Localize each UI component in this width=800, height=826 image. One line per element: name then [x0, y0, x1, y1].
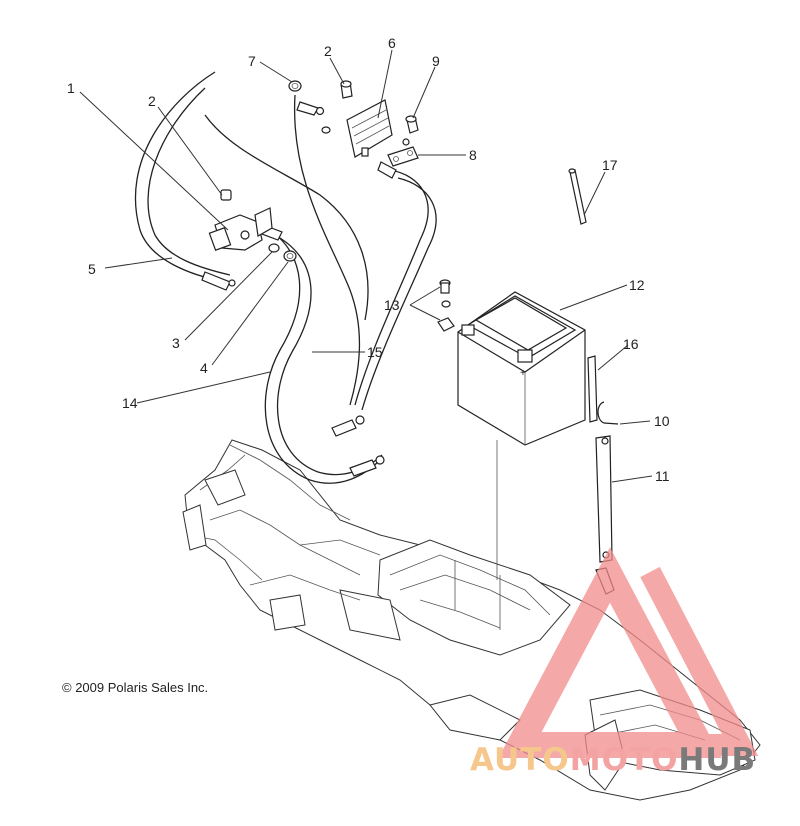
callout-2-top: 2: [324, 43, 332, 59]
callout-labels: 1 2 2 3 4 5 6 7 8 9 10 11 12 13 14 15 16…: [67, 35, 670, 484]
callout-5: 5: [88, 261, 96, 277]
callout-8: 8: [469, 147, 477, 163]
watermark-hub: HUB: [678, 742, 757, 778]
watermark-text: AUTOMOTOHUB: [470, 742, 756, 778]
callout-17: 17: [602, 157, 618, 173]
cables: [134, 71, 437, 484]
callout-12: 12: [629, 277, 645, 293]
callout-1: 1: [67, 80, 75, 96]
cable-15: [293, 94, 361, 406]
callout-4: 4: [200, 360, 208, 376]
callout-6: 6: [388, 35, 396, 51]
cable-5: [134, 71, 226, 283]
leader-lines: [79, 49, 653, 483]
watermark-logo: [498, 547, 759, 758]
callout-15: 15: [367, 344, 383, 360]
battery: +: [457, 291, 586, 446]
top-hardware: [288, 80, 419, 167]
callout-14: 14: [122, 395, 138, 411]
watermark-auto: AUTO: [470, 742, 570, 778]
callout-9: 9: [432, 53, 440, 69]
callout-7: 7: [248, 53, 256, 69]
callout-2-left: 2: [148, 93, 156, 109]
watermark-moto: MOTO: [569, 742, 679, 778]
terminal-hardware-13: [437, 279, 455, 332]
callout-11: 11: [655, 468, 670, 484]
solenoid-assembly: [208, 189, 297, 262]
callout-3: 3: [172, 335, 180, 351]
battery-plus-mark: +: [520, 368, 526, 379]
rod-17: [568, 168, 587, 225]
copyright-notice: © 2009 Polaris Sales Inc.: [62, 680, 209, 695]
cable-14: [264, 229, 381, 484]
callout-13: 13: [384, 297, 400, 313]
callout-16: 16: [623, 336, 639, 352]
callout-10: 10: [654, 413, 670, 429]
